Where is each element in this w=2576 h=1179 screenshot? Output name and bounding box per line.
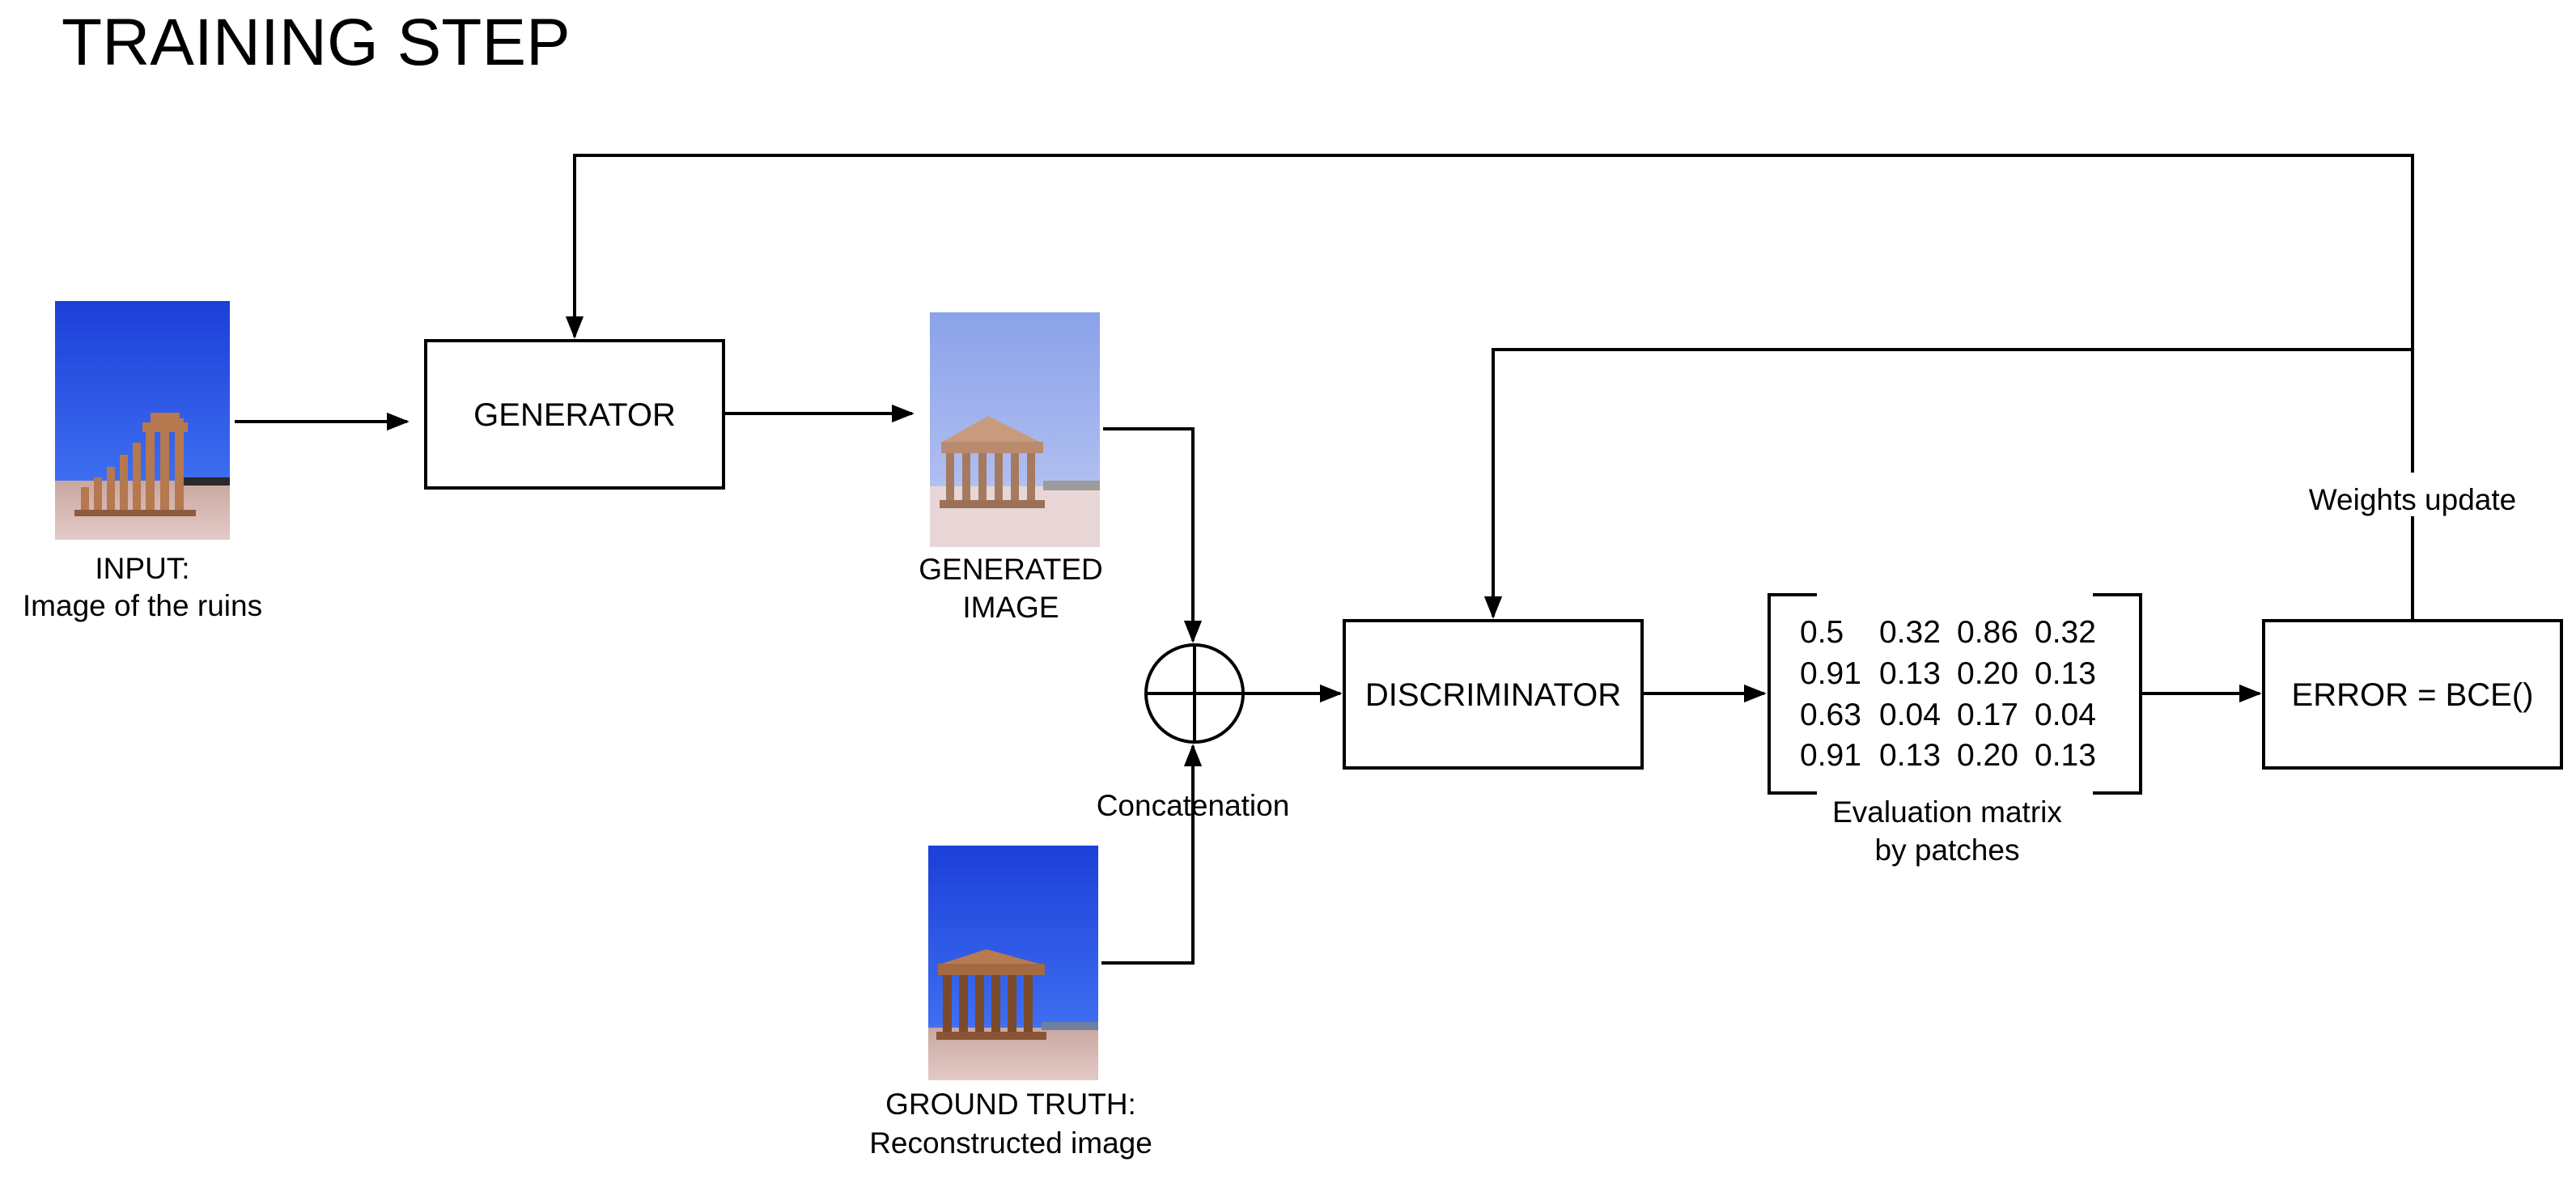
matrix-cell-r4-c3: 0.20 <box>1957 738 2018 773</box>
matrix-cell-r3-c1: 0.63 <box>1800 698 1861 732</box>
evaluation-matrix: 0.5 0.32 0.86 0.32 0.91 0.13 0.20 0.13 0.63 0.04 0… <box>1768 593 2142 795</box>
generated-image-temple <box>930 312 1100 547</box>
discriminator-label: DISCRIMINATOR <box>1365 677 1621 713</box>
matrix-cell-r4-c2: 0.13 <box>1879 738 1941 773</box>
ground-truth-image-temple <box>928 846 1098 1080</box>
ground-truth-caption-line2: Reconstructed image <box>869 1126 1152 1160</box>
feedback-to-generator <box>565 154 2414 350</box>
matrix-cell-r2-c4: 0.13 <box>2035 656 2096 691</box>
input-image-ruins <box>55 301 230 540</box>
matrix-caption-line2: by patches <box>1875 833 2020 867</box>
feedback-to-discriminator-line <box>1483 348 2414 619</box>
matrix-cell-r3-c4: 0.04 <box>2035 698 2096 732</box>
arrow-ground-truth-to-concatenation <box>1101 744 1203 965</box>
matrix-cells: 0.5 0.32 0.86 0.32 0.91 0.13 0.20 0.13 0.63 0.04 0… <box>1800 615 2096 773</box>
concatenation-operator <box>1144 643 1245 744</box>
generator-node: GENERATOR <box>424 339 725 490</box>
generator-label: GENERATOR <box>473 397 676 433</box>
discriminator-node: DISCRIMINATOR <box>1343 619 1644 770</box>
ground-truth-caption-line1: GROUND TRUTH: <box>885 1088 1136 1121</box>
error-node: ERROR = BCE() <box>2262 619 2563 770</box>
matrix-cell-r1-c4: 0.32 <box>2035 615 2096 650</box>
matrix-cell-r1-c2: 0.32 <box>1879 615 1941 650</box>
matrix-cell-r2-c1: 0.91 <box>1800 656 1861 691</box>
generated-caption-line2: IMAGE <box>962 591 1059 624</box>
matrix-cell-r3-c2: 0.04 <box>1879 698 1941 732</box>
matrix-caption-line1: Evaluation matrix <box>1832 795 2062 829</box>
error-label: ERROR = BCE() <box>2292 677 2534 713</box>
input-caption-line2: Image of the ruins <box>23 589 262 622</box>
matrix-cell-r4-c1: 0.91 <box>1800 738 1861 773</box>
generated-caption-line1: GENERATED <box>919 553 1103 586</box>
matrix-cell-r2-c3: 0.20 <box>1957 656 2018 691</box>
weights-update-caption: Weights update <box>2309 483 2516 516</box>
matrix-cell-r3-c3: 0.17 <box>1957 698 2018 732</box>
diagram-title: TRAINING STEP <box>62 6 571 79</box>
arrow-generated-to-concatenation <box>1103 427 1203 643</box>
matrix-cell-r2-c2: 0.13 <box>1879 656 1941 691</box>
matrix-cell-r1-c1: 0.5 <box>1800 615 1844 650</box>
concatenation-caption: Concatenation <box>1097 789 1290 822</box>
matrix-cell-r1-c3: 0.86 <box>1957 615 2018 650</box>
input-caption-line1: INPUT: <box>95 552 189 585</box>
matrix-cell-r4-c4: 0.13 <box>2035 738 2096 773</box>
